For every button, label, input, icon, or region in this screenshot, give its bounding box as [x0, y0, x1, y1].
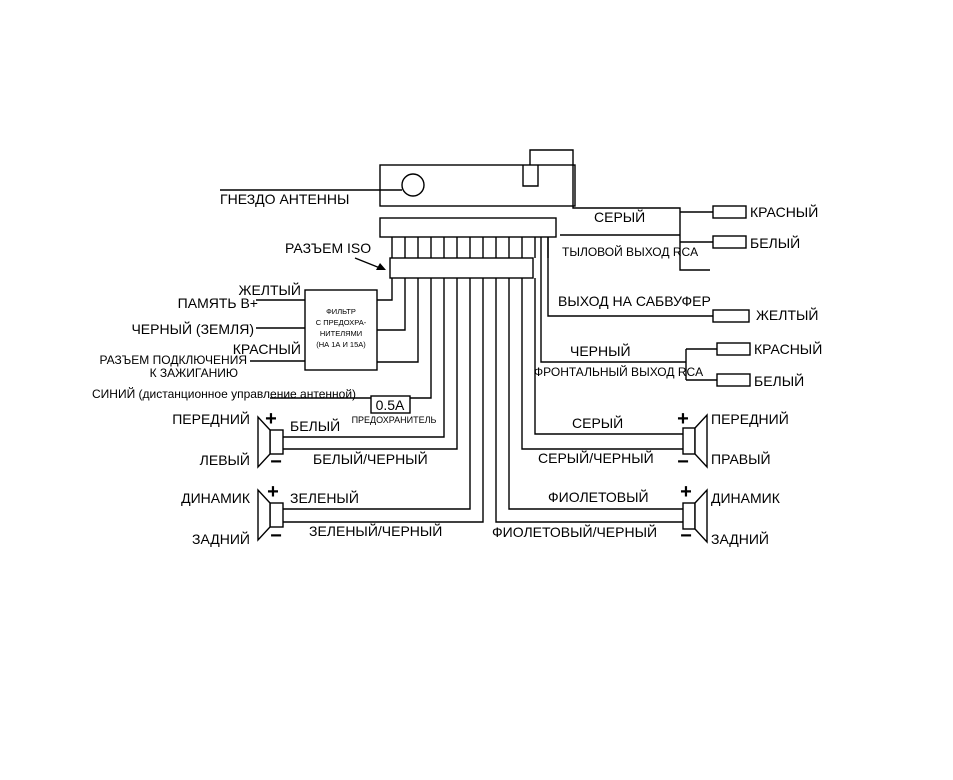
label-green: ЗЕЛЕНЫЙ — [290, 489, 359, 506]
label-black-front: ЧЕРНЫЙ — [570, 342, 631, 359]
minus-sign-rear-right: − — [680, 525, 692, 547]
label-rear-white: БЕЛЫЙ — [750, 234, 800, 251]
head-unit-block — [379, 164, 576, 207]
wire-white-black — [283, 278, 458, 450]
filter-text-2: С ПРЕДОХРА- — [316, 318, 367, 327]
wire-violet — [508, 278, 683, 510]
speaker-rear-right — [682, 488, 708, 544]
iso-upper-block — [379, 217, 557, 238]
wire-gray-black — [521, 278, 683, 450]
wire-violet-black — [495, 278, 683, 523]
front-rca-wire — [540, 237, 686, 363]
label-gray-top: СЕРЫЙ — [594, 208, 645, 225]
label-antenna-socket: ГНЕЗДО АНТЕННЫ — [220, 191, 349, 207]
label-fuse-rating: 0.5A — [376, 397, 405, 413]
label-front-red: КРАСНЫЙ — [754, 340, 822, 357]
minus-sign-rear-left: − — [270, 525, 282, 547]
speaker-rear-left — [257, 488, 284, 542]
label-sub-yellow: ЖЕЛТЫЙ — [756, 306, 818, 323]
minus-sign-front-right: − — [677, 451, 689, 473]
iso-pins — [391, 237, 549, 258]
speaker-front-right — [682, 413, 708, 469]
head-unit-notch — [522, 165, 539, 187]
label-front-left-2: ЛЕВЫЙ — [200, 451, 250, 468]
wire-gray — [534, 278, 683, 435]
ground-wire-right — [377, 278, 406, 331]
iso-arrow-line — [354, 257, 381, 269]
label-rear-rca: ТЫЛОВОЙ ВЫХОД RCA — [562, 244, 698, 259]
wire-white — [283, 278, 445, 438]
minus-sign-front-left: − — [270, 451, 282, 473]
blue-wire-right — [410, 278, 432, 399]
label-rear-right-2: ЗАДНИЙ — [711, 530, 769, 547]
wire-green-black — [283, 278, 484, 523]
label-red: КРАСНЫЙ — [233, 340, 301, 357]
label-rear-left-1: ДИНАМИК — [181, 490, 251, 506]
iso-lower-block — [389, 257, 534, 279]
front-rca-red-plug — [716, 342, 751, 356]
label-white: БЕЛЫЙ — [290, 417, 340, 434]
ignition-wire-right — [377, 278, 419, 363]
label-black-ground: ЧЕРНЫЙ (ЗЕМЛЯ) — [131, 320, 254, 337]
memory-wire-right — [377, 278, 393, 301]
label-rear-right-1: ДИНАМИК — [711, 490, 781, 506]
plus-sign-front-right: + — [677, 408, 689, 430]
label-violet: ФИОЛЕТОВЫЙ — [548, 488, 649, 505]
label-yellow: ЖЕЛТЫЙ — [239, 281, 301, 298]
label-violet-black: ФИОЛЕТОВЫЙ/ЧЕРНЫЙ — [492, 523, 657, 540]
label-gray-right: СЕРЫЙ — [572, 414, 623, 431]
label-green-black: ЗЕЛЕНЫЙ/ЧЕРНЫЙ — [309, 522, 442, 539]
rear-rca-red-plug — [712, 205, 747, 219]
label-front-rca: ФРОНТАЛЬНЫЙ ВЫХОД RCA — [534, 364, 703, 379]
label-ignition-2: К ЗАЖИГАНИЮ — [150, 366, 238, 380]
label-rear-left-2: ЗАДНИЙ — [192, 530, 250, 547]
filter-text-4: (НА 1А И 15А) — [316, 340, 366, 349]
label-iso-connector: РАЗЪЕМ ISO — [285, 240, 371, 256]
fuse-box — [370, 395, 411, 414]
wire-green — [283, 278, 471, 510]
label-front-left-1: ПЕРЕДНИЙ — [172, 410, 250, 427]
label-subwoofer-out: ВЫХОД НА САБВУФЕР — [558, 293, 711, 309]
plus-sign-rear-right: + — [680, 481, 692, 503]
label-white-black: БЕЛЫЙ/ЧЕРНЫЙ — [313, 450, 428, 467]
label-gray-black: СЕРЫЙ/ЧЕРНЫЙ — [538, 449, 654, 466]
filter-text-3: НИТЕЛЯМИ — [320, 329, 362, 338]
antenna-socket-circle — [401, 173, 425, 197]
subwoofer-wire — [547, 237, 713, 317]
rear-rca-white-plug — [712, 235, 747, 249]
label-blue-antenna: СИНИЙ (дистанционное управление антенной… — [92, 386, 356, 401]
label-rear-red: КРАСНЫЙ — [750, 203, 818, 220]
label-memory-b: ПАМЯТЬ В+ — [178, 295, 258, 311]
label-fuse: ПРЕДОХРАНИТЕЛЬ — [352, 415, 437, 425]
filter-text-1: ФИЛЬТР — [326, 307, 356, 316]
plus-sign-front-left: + — [265, 408, 277, 430]
subwoofer-plug — [712, 309, 750, 323]
rear-rca-wire — [529, 149, 710, 271]
front-rca-white-plug — [716, 373, 751, 387]
plus-sign-rear-left: + — [267, 481, 279, 503]
speaker-front-left — [257, 415, 284, 469]
label-front-white: БЕЛЫЙ — [754, 372, 804, 389]
iso-arrow-head — [376, 263, 386, 270]
label-front-right-2: ПРАВЫЙ — [711, 450, 771, 467]
label-ignition-1: РАЗЪЕМ ПОДКЛЮЧЕНИЯ — [99, 353, 247, 367]
label-front-right-1: ПЕРЕДНИЙ — [711, 410, 789, 427]
filter-box — [304, 289, 378, 371]
